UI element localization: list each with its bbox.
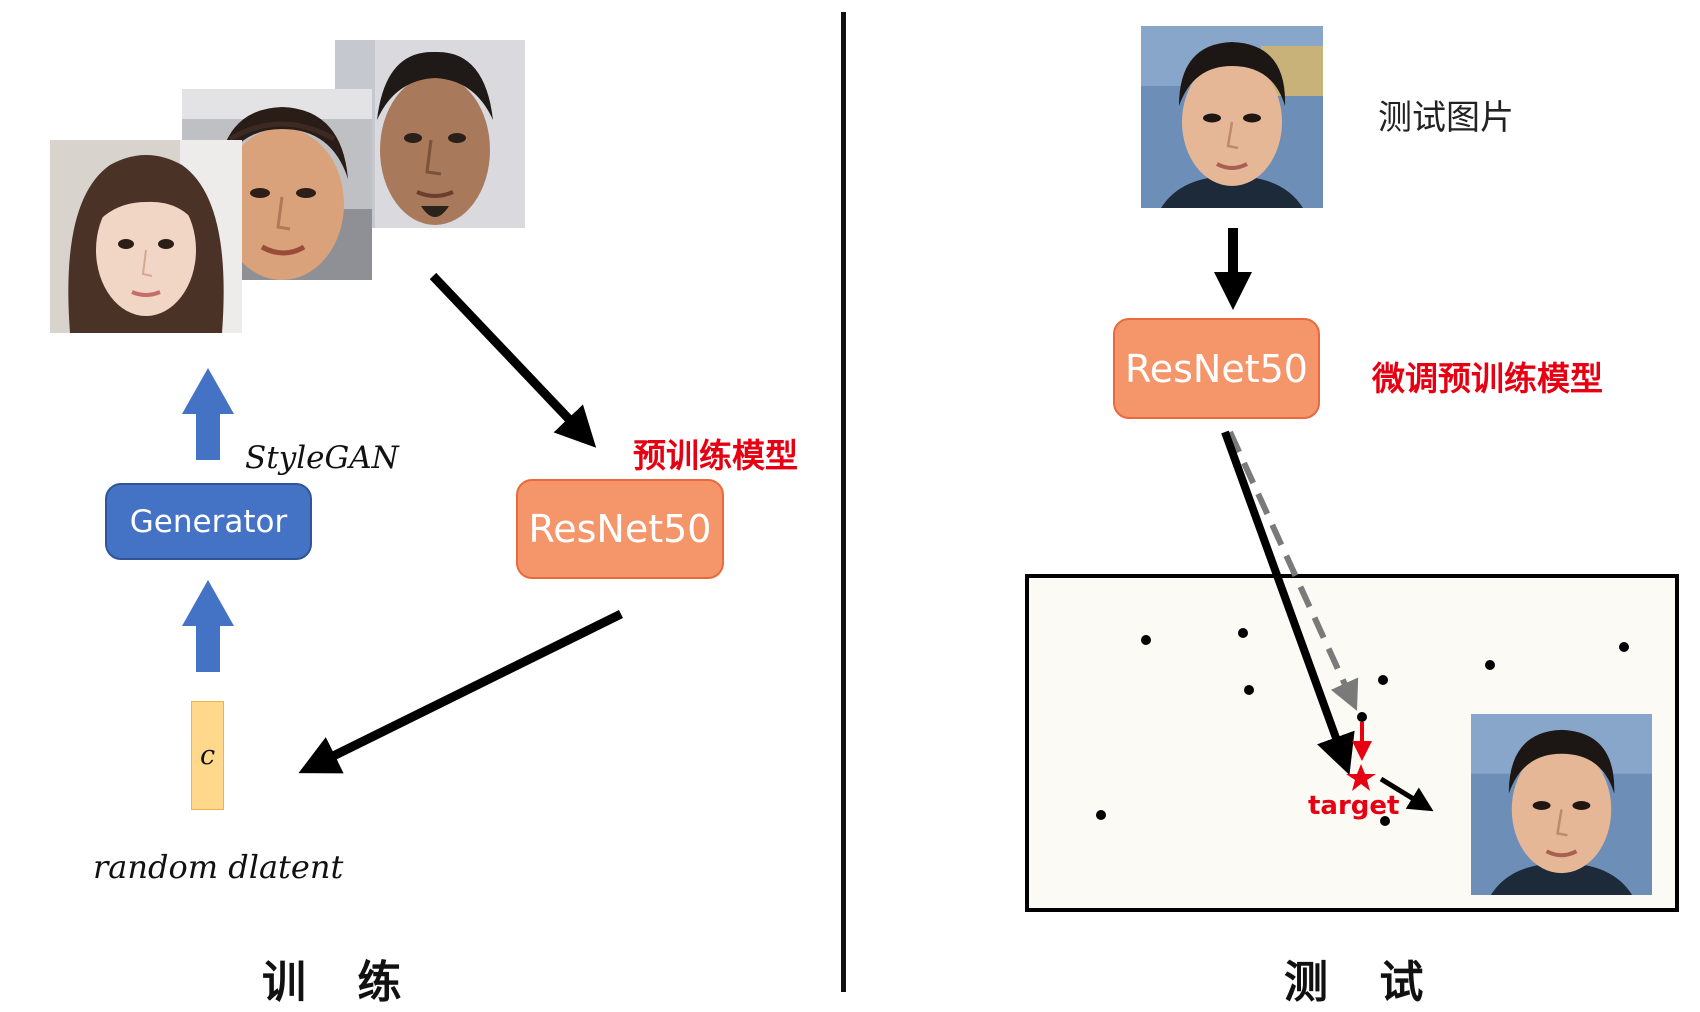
face-image-woman-long-hair: [50, 140, 242, 333]
resnet50-pretrained-box: ResNet50: [516, 479, 724, 579]
arrow-up-icon: [182, 580, 234, 672]
stylegan-label: StyleGAN: [245, 440, 399, 476]
latent-space-panel: [1025, 574, 1679, 912]
arrow-faces-to-resnet: [429, 272, 597, 448]
finetuned-model-caption: 微调预训练模型: [1372, 359, 1603, 398]
generator-label: Generator: [129, 503, 288, 540]
generator-box: Generator: [105, 483, 312, 560]
section-divider: [841, 12, 846, 992]
latent-symbol: c: [199, 740, 216, 771]
latent-caption: random dlatent: [93, 848, 344, 886]
resnet50-label-right: ResNet50: [1125, 346, 1308, 391]
test-image-caption: 测试图片: [1378, 98, 1514, 138]
pretrained-model-caption: 预训练模型: [633, 436, 798, 475]
arrow-resnet-to-latent: [298, 609, 623, 774]
testing-title: 测 试: [1284, 957, 1442, 1008]
test-face-image: [1141, 26, 1323, 208]
resnet50-label-left: ResNet50: [528, 507, 712, 551]
arrow-up-icon: [182, 368, 234, 460]
result-face-image: [1471, 714, 1652, 895]
latent-vector: c: [191, 701, 224, 810]
resnet50-finetuned-box: ResNet50: [1113, 318, 1320, 419]
target-label: target: [1308, 791, 1400, 821]
training-title: 训 练: [262, 957, 420, 1008]
arrow-down-icon: [1214, 228, 1252, 310]
